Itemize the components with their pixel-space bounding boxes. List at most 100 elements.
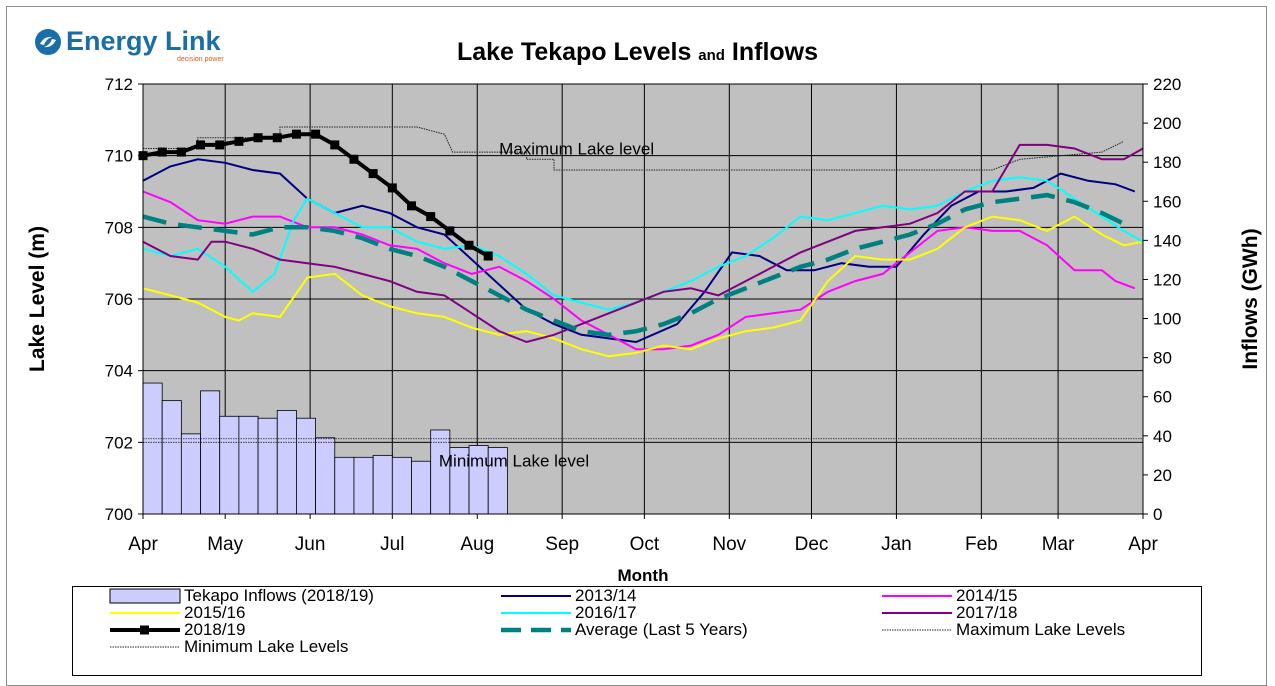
annotation-label: Maximum Lake level <box>499 140 654 159</box>
inflow-bar <box>353 456 374 515</box>
series-point-2018-19 <box>406 201 416 211</box>
y2-tick-label: 160 <box>1153 192 1181 211</box>
y2-tick-label: 20 <box>1153 466 1172 485</box>
x-tick-label: Nov <box>712 534 746 555</box>
energy-link-logo: Energy Link decision power <box>12 26 242 66</box>
y2-tick-label: 60 <box>1153 388 1172 407</box>
inflow-bar <box>334 456 355 515</box>
legend-item: Average (Last 5 Years) <box>501 620 748 639</box>
inflow-bar <box>161 400 182 515</box>
legend-label: 2013/14 <box>575 586 637 605</box>
chart-title-and: and <box>698 47 725 64</box>
legend-swatch <box>110 625 180 635</box>
series-point-2018-19 <box>272 133 282 143</box>
y2-tick-label: 0 <box>1153 505 1162 524</box>
legend-swatch <box>109 588 181 604</box>
y-tick-label: 712 <box>105 75 133 94</box>
y-tick-label: 702 <box>105 433 133 452</box>
series-point-2018-19 <box>387 183 397 193</box>
series-point-2018-19 <box>445 226 455 236</box>
legend-label: Minimum Lake Levels <box>184 637 349 656</box>
y2-tick-label: 40 <box>1153 427 1172 446</box>
legend-swatch <box>110 646 180 648</box>
series-point-2018-19 <box>483 251 493 261</box>
legend-item: 2014/15 <box>882 586 1018 605</box>
x-tick-label: Aug <box>460 534 494 555</box>
legend-label: Tekapo Inflows (2018/19) <box>184 586 374 605</box>
series-point-2018-19 <box>368 169 378 179</box>
chart-title: Lake Tekapo Levels and Inflows <box>0 38 1275 67</box>
x-axis-title: Month <box>618 566 669 585</box>
y-tick-label: 706 <box>105 290 133 309</box>
y2-tick-label: 80 <box>1153 349 1172 368</box>
inflow-bar <box>391 456 412 515</box>
inflow-bar <box>372 454 393 515</box>
inflow-bar <box>257 417 278 515</box>
logo-tagline: decision power <box>177 56 224 63</box>
max-level-line <box>143 126 1125 171</box>
x-tick-label: Dec <box>795 534 829 555</box>
y-tick-label: 708 <box>105 218 133 237</box>
series-point-2018-19 <box>330 140 340 150</box>
x-tick-label: Jun <box>295 534 326 555</box>
y2-tick-label: 140 <box>1153 231 1181 250</box>
legend-swatch <box>882 612 952 614</box>
legend-label: 2016/17 <box>575 603 637 622</box>
series-point-2018-19 <box>176 147 186 157</box>
legend-swatch <box>501 595 571 597</box>
series-point-2018-19 <box>157 147 167 157</box>
legend-label: Maximum Lake Levels <box>956 620 1126 639</box>
legend-item: 2013/14 <box>501 586 637 605</box>
series-point-2018-19 <box>311 129 321 139</box>
inflow-bar <box>296 417 317 515</box>
legend-swatch <box>110 612 180 614</box>
legend-swatch <box>882 629 952 631</box>
y2-tick-label: 220 <box>1153 75 1181 94</box>
x-tick-label: Mar <box>1042 534 1075 555</box>
legend-swatch <box>501 612 571 614</box>
annotation-label: Minimum Lake level <box>439 451 589 470</box>
inflow-bar <box>180 433 201 515</box>
legend-swatch <box>882 595 952 597</box>
legend-label: Average (Last 5 Years) <box>575 620 748 639</box>
series-point-2018-19 <box>253 133 263 143</box>
inflow-bar <box>142 382 163 515</box>
series-point-2018-19 <box>426 212 436 222</box>
series-point-2018-19 <box>349 154 359 164</box>
x-tick-label: Feb <box>965 534 998 555</box>
x-tick-label: Apr <box>1128 534 1158 555</box>
x-tick-label: Sep <box>545 534 579 555</box>
series-point-2018-19 <box>291 129 301 139</box>
legend-swatch <box>501 627 571 633</box>
legend-label: 2017/18 <box>956 603 1018 622</box>
legend-item: Maximum Lake Levels <box>882 620 1126 639</box>
chart-title-part-1: Lake Tekapo Levels <box>456 38 699 66</box>
inflow-bar <box>276 410 297 515</box>
y2-tick-label: 180 <box>1153 153 1181 172</box>
y2-axis-title: Inflows (GWh) <box>1239 228 1262 369</box>
series-line-average <box>142 192 1125 338</box>
inflow-bar <box>200 390 221 515</box>
inflow-bar <box>219 415 240 515</box>
y-tick-label: 700 <box>105 505 133 524</box>
x-tick-label: Jan <box>881 534 912 555</box>
inflow-bar <box>411 460 432 515</box>
legend-label: 2015/16 <box>184 603 246 622</box>
x-tick-label: Oct <box>630 534 660 555</box>
inflow-bar <box>315 437 336 515</box>
inflow-bar <box>238 415 259 515</box>
series-point-2018-19 <box>196 140 206 150</box>
x-tick-label: May <box>207 534 243 555</box>
legend-item: Tekapo Inflows (2018/19) <box>109 586 374 605</box>
series-point-2018-19 <box>215 140 225 150</box>
legend-label: 2014/15 <box>956 586 1018 605</box>
legend-item: 2015/16 <box>110 603 246 622</box>
y-axis-title: Lake Level (m) <box>26 226 49 372</box>
series-point-2018-19 <box>234 136 244 146</box>
x-tick-label: Jul <box>380 534 404 555</box>
series-line-2015-16 <box>142 215 1144 358</box>
y2-tick-label: 200 <box>1153 114 1181 133</box>
y2-tick-label: 100 <box>1153 310 1181 329</box>
